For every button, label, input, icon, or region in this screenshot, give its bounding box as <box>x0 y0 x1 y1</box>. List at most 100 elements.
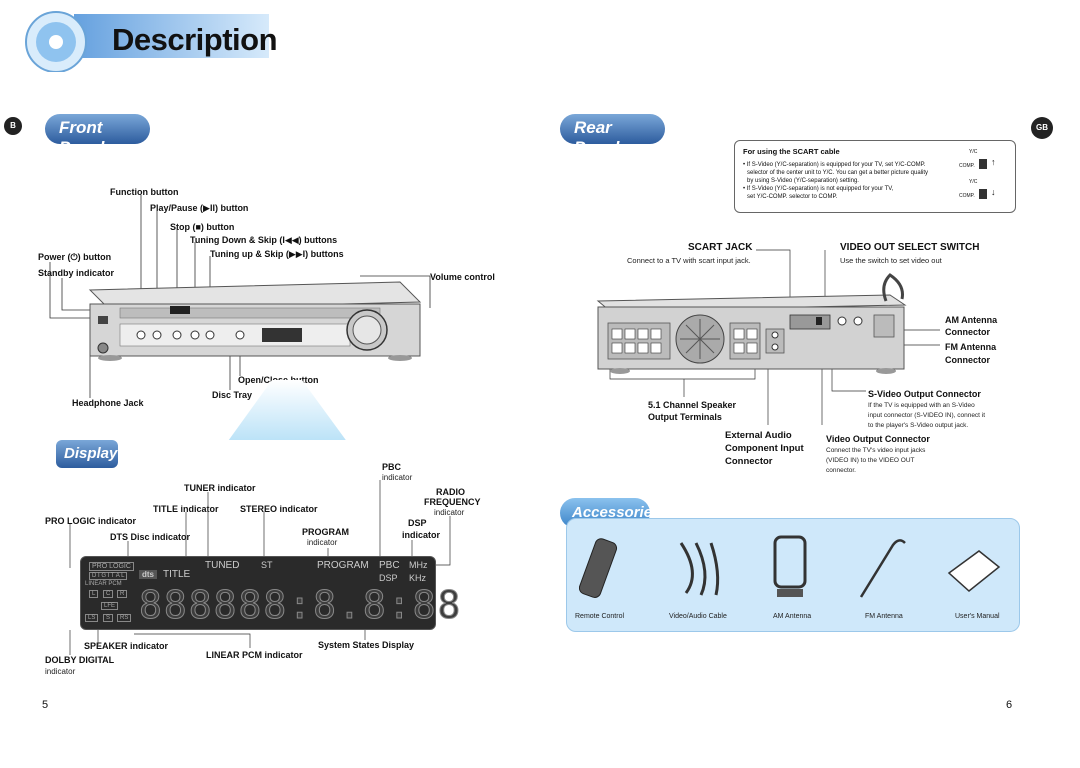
label-stereo: STEREO indicator <box>240 504 318 514</box>
label-prologic: PRO LOGIC indicator <box>45 516 137 526</box>
label-ext-3: Connector <box>725 456 773 467</box>
screen-digital: D I G I T A L <box>89 572 128 580</box>
label-title: TITLE indicator <box>153 504 219 514</box>
screen-program: PROGRAM <box>317 560 369 571</box>
spk-rs: RS <box>117 614 132 622</box>
spk-ls: LS <box>85 614 99 622</box>
label-ext-2: Component Input <box>725 443 804 454</box>
label-tuning-up: Tuning up & Skip (▶▶I) buttons <box>210 249 344 259</box>
remote-control-icon <box>578 533 639 607</box>
scart-info-box: For using the SCART cable • If S-Video (… <box>734 140 1016 213</box>
spk-l: L <box>89 590 99 598</box>
front-panel-device <box>40 190 500 480</box>
label-volume: Volume control <box>430 272 495 282</box>
scart-box-line3: by using S-Video (Y/C-separation) settin… <box>747 178 859 184</box>
accessory-label-remote: Remote Control <box>575 613 625 620</box>
page-title: Description <box>112 22 278 57</box>
label-pbc-1: PBC <box>382 462 402 472</box>
arrow-down-icon: ↓ <box>991 187 996 197</box>
scart-box-title: For using the SCART cable <box>743 147 840 156</box>
sw-yc-label-1: Y/C <box>969 149 978 155</box>
label-system: System States Display <box>318 640 415 650</box>
label-disc-tray: Disc Tray <box>212 390 253 400</box>
rear-panel-device <box>590 245 950 430</box>
label-function-button: Function button <box>110 187 179 197</box>
fm-antenna-icon <box>853 533 913 607</box>
label-dolby-2: indicator <box>45 667 76 676</box>
label-am-1: AM Antenna <box>945 315 998 325</box>
label-speaker: SPEAKER indicator <box>84 641 169 651</box>
label-vout: Video Output Connector <box>826 434 930 444</box>
screen-pbc: PBC <box>379 560 400 571</box>
accessory-label-manual: User's Manual <box>955 613 1000 620</box>
screen-linear: LINEAR PCM <box>85 581 122 587</box>
switch-2-icon <box>979 189 987 199</box>
label-fm-1: FM Antenna <box>945 342 997 352</box>
label-fm-2: Connector <box>945 355 990 365</box>
label-pbc-2: indicator <box>382 473 413 482</box>
screen-tuned: TUNED <box>205 560 240 571</box>
spk-s: S <box>103 614 114 622</box>
label-video-switch: VIDEO OUT SELECT SWITCH <box>840 242 980 253</box>
label-tuner: TUNER indicator <box>184 483 256 493</box>
label-radio-2: FREQUENCY <box>424 497 481 507</box>
header-disc-graphic <box>14 6 274 73</box>
screen-title: TITLE <box>163 569 191 580</box>
label-radio-1: RADIO <box>436 487 465 497</box>
front-panel-pill: Front Panel <box>45 114 150 157</box>
label-ext-1: External Audio <box>725 430 792 441</box>
label-scart-sub: Connect to a TV with scart input jack. <box>627 256 751 265</box>
label-dts: DTS Disc indicator <box>110 532 191 542</box>
scart-box-line5: set Y/C-COMP. selector to COMP. <box>747 194 838 200</box>
rear-badge: GB <box>1031 117 1053 139</box>
screen-prologic: PRO LOGIC <box>89 562 134 571</box>
label-svideo-sub2: input connector (S-VIDEO IN), connect it <box>868 412 986 419</box>
label-dolby-1: DOLBY DIGITAL <box>45 655 115 665</box>
users-manual-icon <box>943 537 1003 603</box>
switch-yc-top: Y/C COMP. ↑ <box>959 149 1005 173</box>
label-standby: Standby indicator <box>38 268 115 278</box>
page-number-right: 6 <box>1006 699 1013 711</box>
label-lpcm: LINEAR PCM indicator <box>206 650 303 660</box>
scart-box-line2: selector of the center unit to Y/C. You … <box>747 170 929 176</box>
label-dsp-2: indicator <box>402 530 441 540</box>
spk-r: R <box>117 590 128 598</box>
label-svideo: S-Video Output Connector <box>868 389 981 399</box>
label-speaker-2: Output Terminals <box>648 412 722 422</box>
spk-c: C <box>103 590 114 598</box>
label-tuning-down: Tuning Down & Skip (I◀◀) buttons <box>190 235 338 245</box>
accessory-label-cable: Video/Audio Cable <box>669 613 727 620</box>
switch-1-icon <box>979 159 987 169</box>
cable-icon <box>671 533 731 607</box>
label-dsp-1: DSP <box>408 518 427 528</box>
label-radio-3: indicator <box>434 508 465 517</box>
label-video-switch-sub: Use the switch to set video out <box>840 256 942 265</box>
scart-box-line1: • If S-Video (Y/C-separation) is equippe… <box>743 162 926 168</box>
accessories-panel: Remote Control Video/Audio Cable AM Ante… <box>566 518 1020 632</box>
screen-st: ST <box>261 560 273 570</box>
accessory-label-fm: FM Antenna <box>865 613 903 620</box>
spk-lfe: LFE <box>101 602 119 610</box>
label-svideo-sub3: to the player's S-Video output jack. <box>868 422 969 429</box>
label-vout-sub3: connector. <box>826 467 856 474</box>
label-headphone: Headphone Jack <box>72 398 144 408</box>
label-stop-button: Stop (■) button <box>170 222 235 232</box>
display-pill: Display <box>56 440 118 468</box>
label-playpause-button: Play/Pause (▶II) button <box>150 203 249 213</box>
accessory-label-am: AM Antenna <box>773 613 812 620</box>
page-number-left: 5 <box>42 699 49 711</box>
label-vout-sub1: Connect the TV's video input jacks <box>826 447 926 454</box>
sw-comp-label-2: COMP. <box>959 193 975 199</box>
label-svideo-sub1: If the TV is equipped with an S-Video <box>868 402 975 409</box>
label-scart: SCART JACK <box>688 242 753 253</box>
screen-dsp: DSP <box>379 573 398 583</box>
label-power-button: Power (⏻) button <box>38 252 112 262</box>
label-am-2: Connector <box>945 327 990 337</box>
label-program-2: indicator <box>307 538 338 547</box>
screen-mhz: MHz <box>409 560 428 570</box>
screen-speaker-grid: L C R LFE LS S RS <box>85 590 133 626</box>
label-speaker-1: 5.1 Channel Speaker <box>648 400 737 410</box>
front-badge: B <box>4 117 22 135</box>
screen-khz: KHz <box>409 573 427 583</box>
arrow-up-icon: ↑ <box>991 157 996 167</box>
